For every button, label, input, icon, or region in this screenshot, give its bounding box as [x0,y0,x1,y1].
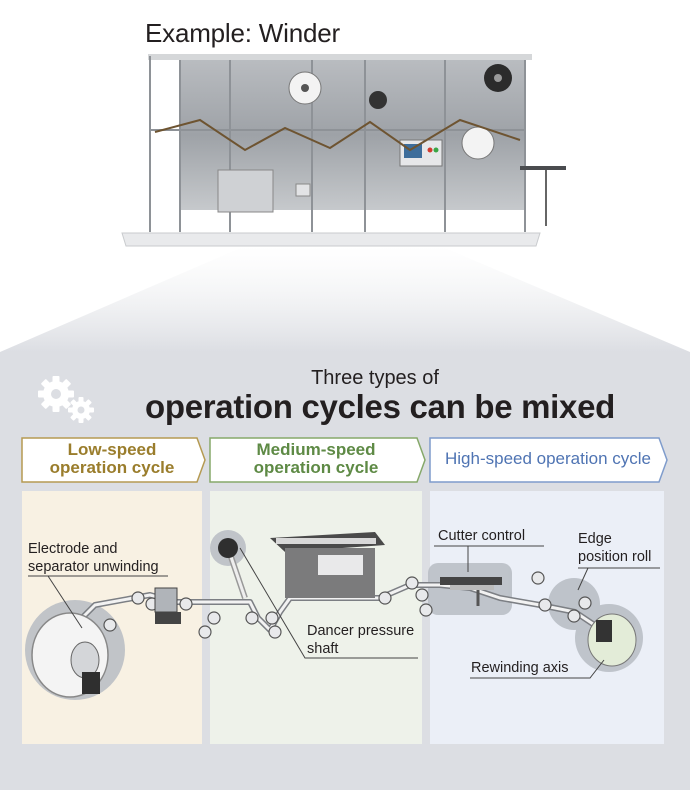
control-button-red [427,147,433,153]
machine-base [121,232,541,247]
stage-arrows [21,437,668,483]
callout-electrode: Electrode and separator unwinding [28,540,159,576]
callout-edge-line1: Edge [578,531,612,547]
winder-machine-illustration [0,54,690,352]
projection-beam [0,246,690,352]
stage-high-line1: High-speed operation cycle [444,449,651,468]
stage-arrow-low [21,437,206,483]
machine-web-path [154,118,521,152]
stage-medium-line1: Medium-speed [256,440,376,459]
stage-medium-line2: operation cycle [253,458,379,477]
callout-edge: Edge position roll [578,530,651,566]
zone-medium-speed [210,491,422,744]
callout-lines [28,545,660,679]
gears-icon [38,376,94,423]
dancer-motor [218,538,238,558]
callout-electrode-line1: Electrode and [28,541,118,557]
accumulator-box [270,532,385,598]
machine-rolls [288,64,512,160]
stage-arrow-medium [209,437,426,483]
stage-label-medium: Medium-speed operation cycle [212,441,420,477]
rewinding-roll [587,613,637,667]
stage-low-line1: Low-speed [67,440,157,459]
control-button-green [433,147,439,153]
heading-line1: Three types of [311,367,439,389]
process-diagram [25,530,660,700]
rollers [103,571,592,639]
unwinding-roll [31,612,109,698]
callout-electrode-line2: separator unwinding [28,559,159,575]
stage-arrow-high [429,437,668,483]
callout-dancer-line1: Dancer pressure [307,623,415,639]
heading-line2: operation cycles can be mixed [145,388,615,425]
callout-edge-line2: position roll [578,549,652,565]
callout-cutter: Cutter control [438,528,526,544]
stage-label-low: Low-speed operation cycle [22,441,202,477]
callout-dancer-line2: shaft [307,641,339,657]
machine-extension-table [520,166,566,170]
callout-dancer: Dancer pressure shaft [307,622,414,658]
machine-box [295,183,311,197]
unwind-motor [154,587,178,613]
stage-low-line2: operation cycle [49,458,175,477]
control-screen [404,144,422,158]
cutter-assembly [440,577,502,606]
page-title: Example: Winder [145,18,340,48]
machine-top-rail [148,54,532,60]
machine-cabinet [217,169,274,213]
callout-rewinding: Rewinding axis [471,660,569,676]
stage-label-high: High-speed operation cycle [430,450,666,468]
